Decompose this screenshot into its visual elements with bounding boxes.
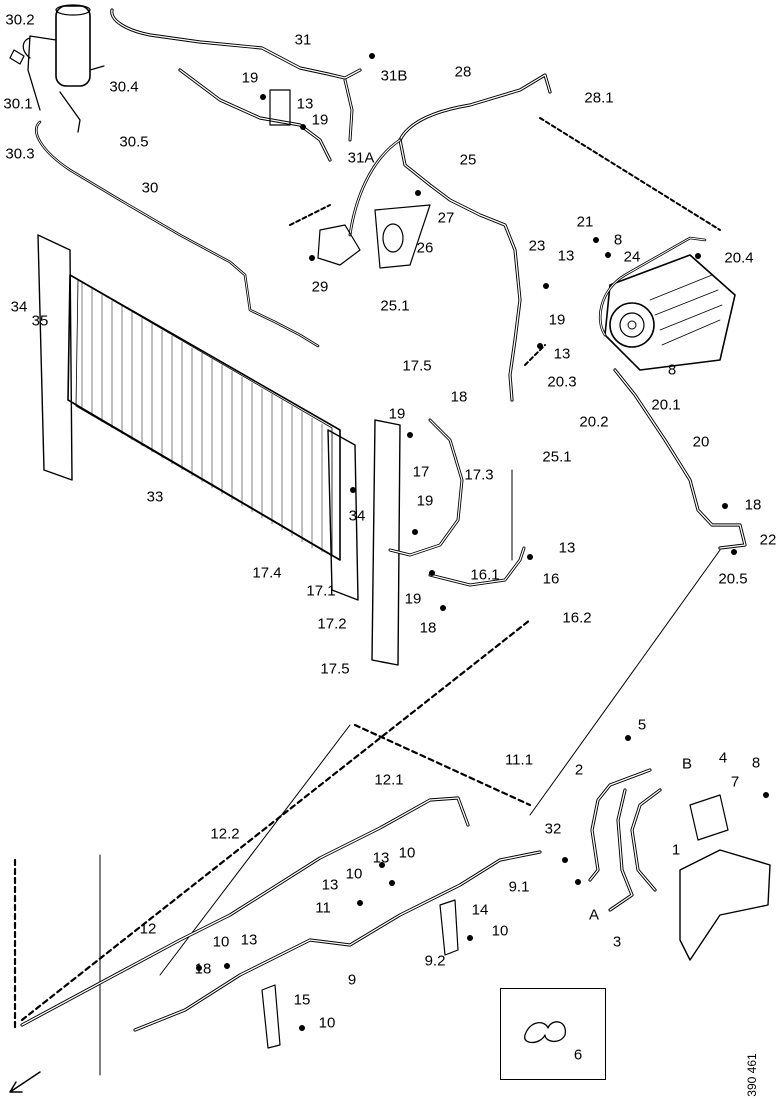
pipe-30 [35, 120, 320, 348]
callout-label: 25.1 [542, 448, 572, 466]
hose-1 [630, 788, 662, 892]
callout-label: 20.2 [579, 413, 609, 431]
callout-label: B [681, 755, 693, 773]
callout-label: 22 [759, 531, 777, 549]
callout-label: 29 [311, 278, 329, 296]
callout-label: 26 [416, 239, 434, 257]
callout-label: 31B [380, 67, 408, 85]
callout-label: 13 [553, 345, 571, 363]
condenser [37, 234, 359, 601]
callout-label: 20 [692, 433, 710, 451]
receiver-dryer [9, 4, 105, 133]
callout-label: 17 [412, 463, 430, 481]
callout-label: 16 [542, 570, 560, 588]
callout-label: 30.2 [5, 11, 35, 29]
callout-label: 13 [296, 95, 314, 113]
callout-label: 13 [558, 539, 576, 557]
callout-label: 20.1 [651, 396, 681, 414]
callout-label: 21 [576, 213, 594, 231]
callout-label: 15 [293, 991, 311, 1009]
callout-label: 13 [321, 876, 339, 894]
callout-label: 16.1 [470, 566, 500, 584]
callout-label: 8 [667, 361, 677, 379]
callout-label: 30 [141, 179, 159, 197]
callout-label: 24 [623, 248, 641, 266]
callout-label: 28 [454, 63, 472, 81]
callout-label: 9.1 [508, 878, 530, 896]
callout-label: 10 [212, 933, 230, 951]
callout-label: 25.1 [380, 297, 410, 315]
callout-label: 14 [471, 901, 489, 919]
callout-label: 6 [573, 1046, 583, 1064]
callout-label: 20.4 [724, 249, 754, 267]
callout-label: 25 [459, 151, 477, 169]
reference-number: 390 461 [745, 1053, 759, 1097]
callout-label: 9 [347, 971, 357, 989]
callout-label: 19 [404, 590, 422, 608]
callout-label: 7 [730, 773, 740, 791]
callout-label: 9.2 [424, 952, 446, 970]
callout-label: 23 [528, 237, 546, 255]
callout-label: 16.2 [562, 609, 592, 627]
callout-label: 18 [194, 960, 212, 978]
callout-label: 33 [146, 488, 164, 506]
callout-label: 10 [491, 922, 509, 940]
callout-label: 17.3 [464, 466, 494, 484]
callout-label: 34 [10, 298, 28, 316]
callout-label: 30.1 [3, 95, 33, 113]
callout-label: 19 [388, 405, 406, 423]
callout-label: 19 [548, 311, 566, 329]
callout-label: 11 [315, 899, 331, 917]
callout-label: 13 [557, 247, 575, 265]
callout-label: 2 [574, 761, 584, 779]
compressor [604, 254, 736, 371]
pipe-17 [388, 418, 464, 557]
callout-label: 8 [613, 231, 623, 249]
callout-label: 19 [416, 492, 434, 510]
callout-label: 19 [241, 69, 259, 87]
callout-label: 10 [398, 844, 416, 862]
callout-label: 28.1 [584, 89, 614, 107]
pipe-31 [110, 8, 362, 80]
callout-label: 5 [637, 716, 647, 734]
callout-label: 17.5 [402, 357, 432, 375]
callout-label: 34 [348, 507, 366, 525]
callout-label: 27 [437, 209, 455, 227]
callout-label: 4 [718, 749, 728, 767]
callout-label: 19 [311, 111, 329, 129]
callout-label: 30.5 [119, 133, 149, 151]
clip-inset-frame [500, 988, 606, 1080]
callout-label: 17.2 [317, 615, 347, 633]
callout-label: 8 [751, 754, 761, 772]
callout-label: 13 [372, 849, 390, 867]
callout-label: 31 [294, 31, 312, 49]
callout-label: 17.4 [252, 564, 282, 582]
callout-label: 12.2 [210, 825, 240, 843]
callout-label: 18 [450, 388, 468, 406]
callout-label: 35 [31, 312, 49, 330]
callout-label: 10 [345, 865, 363, 883]
callout-label: 31A [347, 149, 375, 167]
callout-label: 32 [544, 820, 562, 838]
callout-label: 10 [318, 1014, 336, 1032]
callout-label: 1 [671, 841, 681, 859]
callout-label: 18 [744, 496, 762, 514]
callout-label: 20.3 [547, 373, 577, 391]
callout-label: A [588, 906, 600, 924]
callout-label: 11.1 [504, 751, 534, 769]
callout-label: 12 [139, 920, 157, 938]
callout-label: 13 [240, 931, 258, 949]
callout-label: 3 [612, 933, 622, 951]
callout-label: 18 [419, 619, 437, 637]
callout-label: 17.1 [306, 582, 336, 600]
pipe-12 [20, 796, 470, 1027]
callout-label: 17.5 [320, 660, 350, 678]
callout-label: 30.4 [109, 78, 139, 96]
callout-label: 20.5 [718, 570, 748, 588]
callout-label: 12.1 [374, 771, 404, 789]
callout-label: 30.3 [5, 145, 35, 163]
